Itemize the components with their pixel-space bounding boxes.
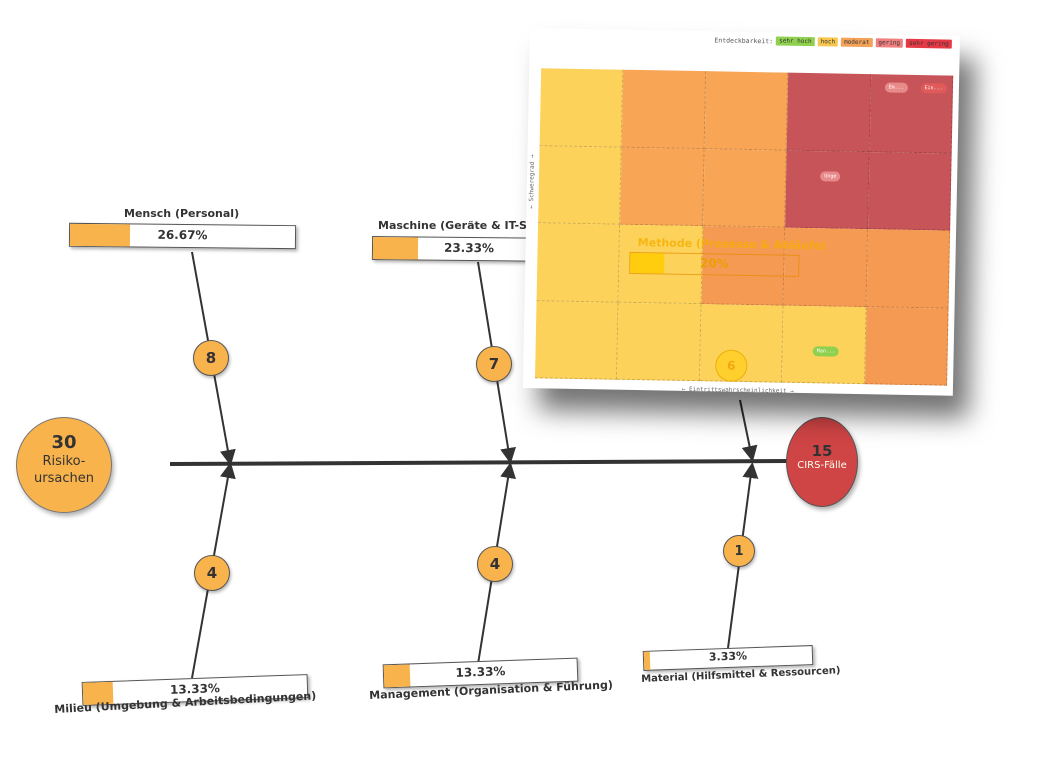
category-title-maschine: Maschine (Geräte & IT-Syste: [378, 219, 554, 232]
heatmap-cell[interactable]: Unge: [785, 150, 870, 230]
bone-methode: [739, 399, 758, 462]
heatmap-cell[interactable]: [867, 151, 952, 231]
heatmap-cell[interactable]: [536, 223, 621, 303]
detectability-legend: Entdeckbarkeit: sehr hoch hoch moderat g…: [714, 35, 952, 49]
heatmap-y-axis-label: ← Schweregrad →: [527, 154, 537, 209]
heatmap-cell[interactable]: [535, 300, 619, 380]
effect-count: 15: [811, 442, 833, 460]
heatmap-risk-pill[interactable]: Ein...: [920, 83, 947, 94]
category-count-milieu[interactable]: 4: [194, 555, 230, 591]
heatmap-cell[interactable]: [622, 69, 706, 149]
legend-chip[interactable]: gering: [875, 38, 904, 48]
heatmap-cell[interactable]: [704, 71, 789, 151]
heatmap-cell[interactable]: [538, 145, 623, 225]
legend-chip[interactable]: sehr gering: [905, 38, 952, 49]
category-percent-methode: 20%: [699, 256, 729, 271]
category-count-management[interactable]: 4: [477, 546, 513, 582]
root-cause-label: Risiko-: [42, 454, 86, 469]
legend-title: Entdeckbarkeit:: [714, 35, 774, 45]
legend-chip[interactable]: moderat: [841, 37, 873, 48]
root-cause-label: ursachen: [34, 471, 94, 486]
risk-heatmap-card[interactable]: Entdeckbarkeit: sehr hoch hoch moderat g…: [522, 28, 960, 396]
category-count-material[interactable]: 1: [723, 535, 755, 567]
effect-label: CIRS-Fälle: [797, 460, 847, 471]
category-title-mensch: Mensch (Personal): [124, 207, 240, 220]
category-percent-management: 13.33%: [455, 664, 506, 680]
category-percent-material: 3.33%: [708, 649, 748, 664]
heatmap-risk-pill[interactable]: Em...: [884, 82, 908, 93]
heatmap-cell[interactable]: [539, 68, 624, 148]
heatmap-cell[interactable]: [864, 306, 949, 386]
heatmap-cell[interactable]: [617, 302, 702, 382]
heatmap-cell[interactable]: [866, 229, 951, 309]
category-box-methode[interactable]: 20%: [629, 251, 800, 277]
root-cause-circle[interactable]: 30 Risiko- ursachen: [16, 417, 112, 513]
root-cause-count: 30: [51, 432, 77, 453]
legend-chip[interactable]: sehr hoch: [776, 36, 815, 47]
category-percent-mensch: 26.67%: [157, 227, 208, 243]
spine-line: [169, 459, 791, 466]
effect-circle[interactable]: 15 CIRS-Fälle: [786, 417, 858, 507]
heatmap-cell[interactable]: [702, 148, 787, 228]
category-count-mensch[interactable]: 8: [193, 340, 229, 376]
category-count-maschine[interactable]: 7: [476, 346, 512, 382]
heatmap-cell[interactable]: [786, 72, 871, 152]
legend-chip[interactable]: hoch: [817, 37, 839, 47]
heatmap-risk-pill[interactable]: Unge: [820, 170, 841, 182]
heatmap-cell[interactable]: Em... Ein...: [869, 74, 954, 154]
heatmap-cell[interactable]: Man...: [782, 305, 867, 385]
category-box-mensch[interactable]: 26.67%: [68, 222, 297, 250]
heatmap-cell[interactable]: [620, 147, 705, 227]
heatmap-risk-pill[interactable]: Man...: [812, 345, 839, 357]
